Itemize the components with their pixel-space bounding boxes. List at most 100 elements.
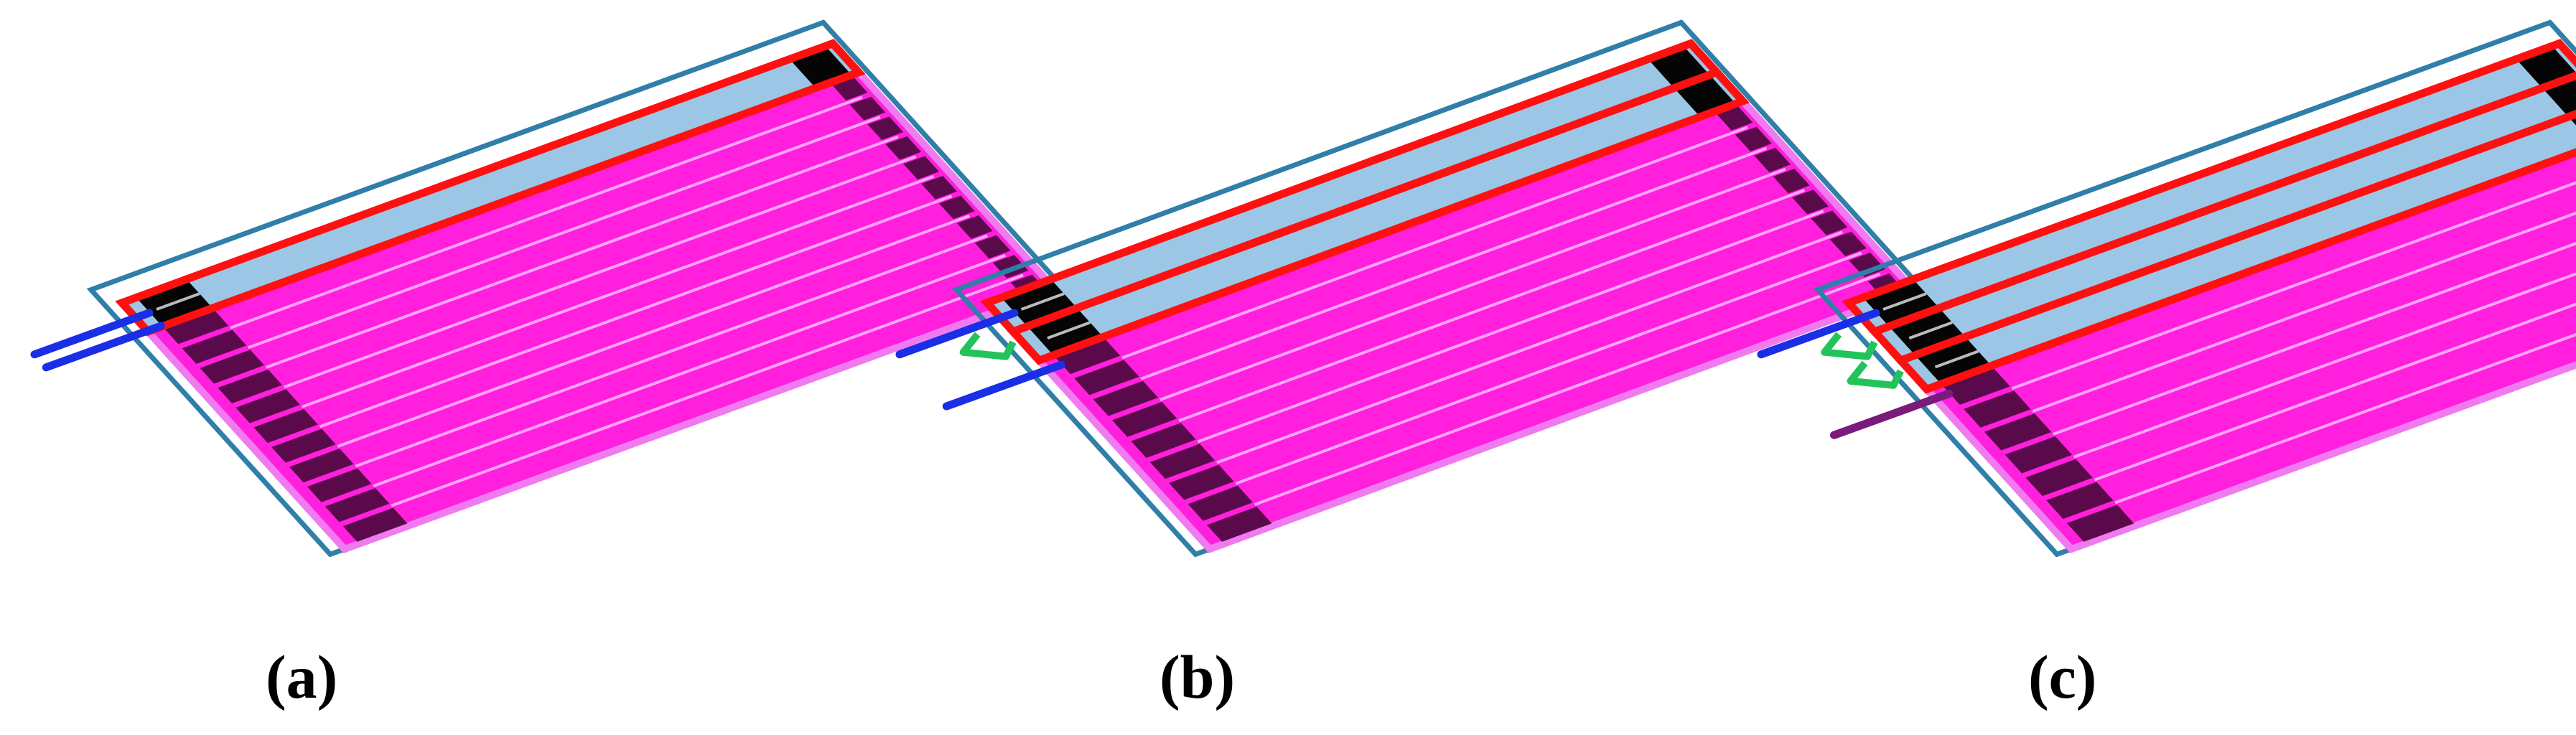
- film-stripe: [1159, 167, 1786, 401]
- film-stripe: [1197, 210, 1824, 444]
- right-pad: [885, 136, 922, 160]
- active-cell-outline: [115, 39, 866, 337]
- left-pad: [1093, 380, 1159, 416]
- left-pad: [2066, 505, 2134, 542]
- left-pad: [325, 487, 390, 523]
- right-pad: [1792, 189, 1829, 215]
- right-pad: [921, 175, 957, 200]
- panel-label-c: (c): [2028, 642, 2097, 711]
- pad-slit: [1908, 321, 1953, 340]
- device-panel-a: [30, 19, 1068, 558]
- left-pad: [253, 408, 318, 444]
- right-pad: [1735, 126, 1772, 151]
- left-pad: [289, 448, 354, 483]
- right-pad: [957, 215, 993, 239]
- blue-lead-wire: [1757, 309, 1880, 359]
- right-pad: [1773, 169, 1810, 194]
- active-pad-right: [1676, 78, 1734, 115]
- left-pad: [1207, 506, 1272, 542]
- film-stripe: [391, 273, 1024, 507]
- device-panel-b: [895, 19, 1926, 558]
- left-pad: [271, 429, 336, 463]
- active-cell-outline: [1893, 110, 2576, 394]
- right-pad: [1754, 147, 1791, 173]
- film-stripe: [284, 155, 917, 389]
- pad-slit: [1934, 350, 1979, 369]
- active-pad-right: [2519, 48, 2576, 85]
- left-pad: [1074, 360, 1139, 395]
- left-pad: [1964, 390, 2031, 428]
- left-pad: [182, 329, 247, 364]
- left-pad: [218, 369, 283, 403]
- left-pad: [1187, 485, 1254, 521]
- film-stripe: [266, 135, 899, 369]
- film-stripe: [301, 174, 935, 408]
- film-stripe: [230, 95, 863, 329]
- film-stripe: [1121, 126, 1748, 360]
- left-pad: [1943, 368, 2010, 405]
- film-stripe: [2053, 242, 2576, 436]
- active-pad-right: [792, 48, 849, 85]
- film-stripe: [337, 214, 971, 448]
- frame-outline: [1813, 19, 2576, 558]
- right-pad: [1829, 231, 1867, 256]
- left-pad: [164, 310, 229, 345]
- right-pad: [849, 96, 886, 121]
- right-pad: [1811, 210, 1848, 235]
- right-pad: [1716, 106, 1753, 131]
- film-stripe: [248, 116, 881, 350]
- pad-slit: [156, 292, 200, 311]
- panel-label-a: (a): [266, 642, 338, 711]
- panel-label-b: (b): [1159, 642, 1236, 711]
- left-pad: [2025, 459, 2093, 497]
- film-stripe: [1254, 272, 1881, 506]
- film-stripe: [1235, 251, 1862, 485]
- film-stripe: [2073, 272, 2576, 459]
- active-cell-outline: [1867, 71, 2576, 365]
- left-pad: [1055, 339, 1121, 375]
- right-pad: [1849, 252, 1886, 278]
- film-stripe: [355, 234, 988, 468]
- film-stripe: [2032, 211, 2576, 413]
- film-stripe: [319, 195, 953, 429]
- purple-lead-wire: [1830, 389, 1954, 439]
- active-pad-right: [1650, 48, 1707, 85]
- pad-slit: [1882, 292, 1927, 311]
- film-stripe: [1216, 230, 1843, 464]
- left-pad: [200, 350, 265, 384]
- active-region: [1848, 43, 2576, 390]
- right-pad: [939, 195, 975, 220]
- film-stripe: [2011, 181, 2576, 390]
- green-link-wire: [959, 332, 1017, 360]
- film-stripe: [1140, 146, 1768, 380]
- left-pad: [342, 507, 408, 542]
- film-stripe: [2114, 332, 2576, 505]
- right-pad: [903, 156, 939, 180]
- left-pad: [1112, 401, 1177, 437]
- blue-lead-wire: [942, 360, 1065, 411]
- left-pad: [2046, 482, 2114, 519]
- active-cell-outline: [1006, 67, 1750, 365]
- green-link-wire: [1847, 360, 1904, 389]
- right-pad: [974, 235, 1011, 259]
- green-link-wire: [1821, 332, 1878, 360]
- film-stripe: [2094, 302, 2576, 482]
- pad-slit: [1047, 321, 1091, 340]
- left-pad: [307, 468, 372, 502]
- left-pad: [1169, 464, 1234, 500]
- blue-lead-wire: [30, 309, 154, 359]
- left-pad: [235, 389, 300, 423]
- active-region: [121, 43, 859, 332]
- device-panel-c: [1757, 19, 2576, 558]
- active-cell-outline: [1842, 39, 2576, 337]
- left-pad: [1131, 423, 1196, 458]
- blue-lead-wire: [42, 322, 165, 372]
- left-pad: [1984, 413, 2052, 451]
- film-stripe: [373, 253, 1006, 487]
- left-pad: [2005, 436, 2073, 474]
- right-pad: [867, 116, 904, 141]
- blue-lead-wire: [895, 309, 1019, 359]
- film-stripe: [1178, 189, 1805, 423]
- pad-slit: [1020, 292, 1065, 311]
